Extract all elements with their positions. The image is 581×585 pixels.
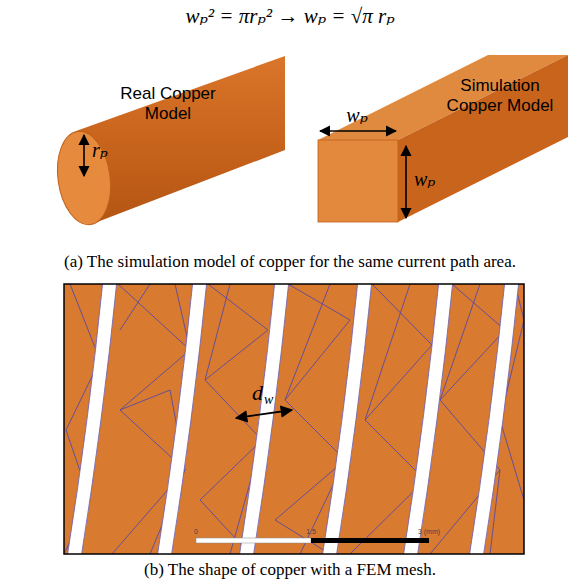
scale-value: 1.5 xyxy=(306,528,316,536)
square-conductor xyxy=(318,55,568,222)
dimension: rₚ xyxy=(92,139,108,162)
scale-value: 3 (mm) xyxy=(418,528,440,536)
dimension-subscript: w xyxy=(264,392,273,408)
part-name: Simulation Copper Model xyxy=(441,76,559,115)
dimension: wₚ xyxy=(414,168,435,191)
caption: (a) The simulation model of copper for t… xyxy=(64,252,516,272)
round-conductor xyxy=(52,56,285,228)
caption: (b) The shape of copper with a FEM mesh. xyxy=(144,560,436,580)
scale-value: 0 xyxy=(194,528,198,536)
dimension: d xyxy=(252,380,263,405)
part-name: Real Copper Model xyxy=(112,84,224,123)
fem-mesh-view xyxy=(64,280,524,558)
equation: wₚ² = πrₚ² → wₚ = √π rₚ xyxy=(185,4,394,28)
dimension: wₚ xyxy=(346,104,367,127)
